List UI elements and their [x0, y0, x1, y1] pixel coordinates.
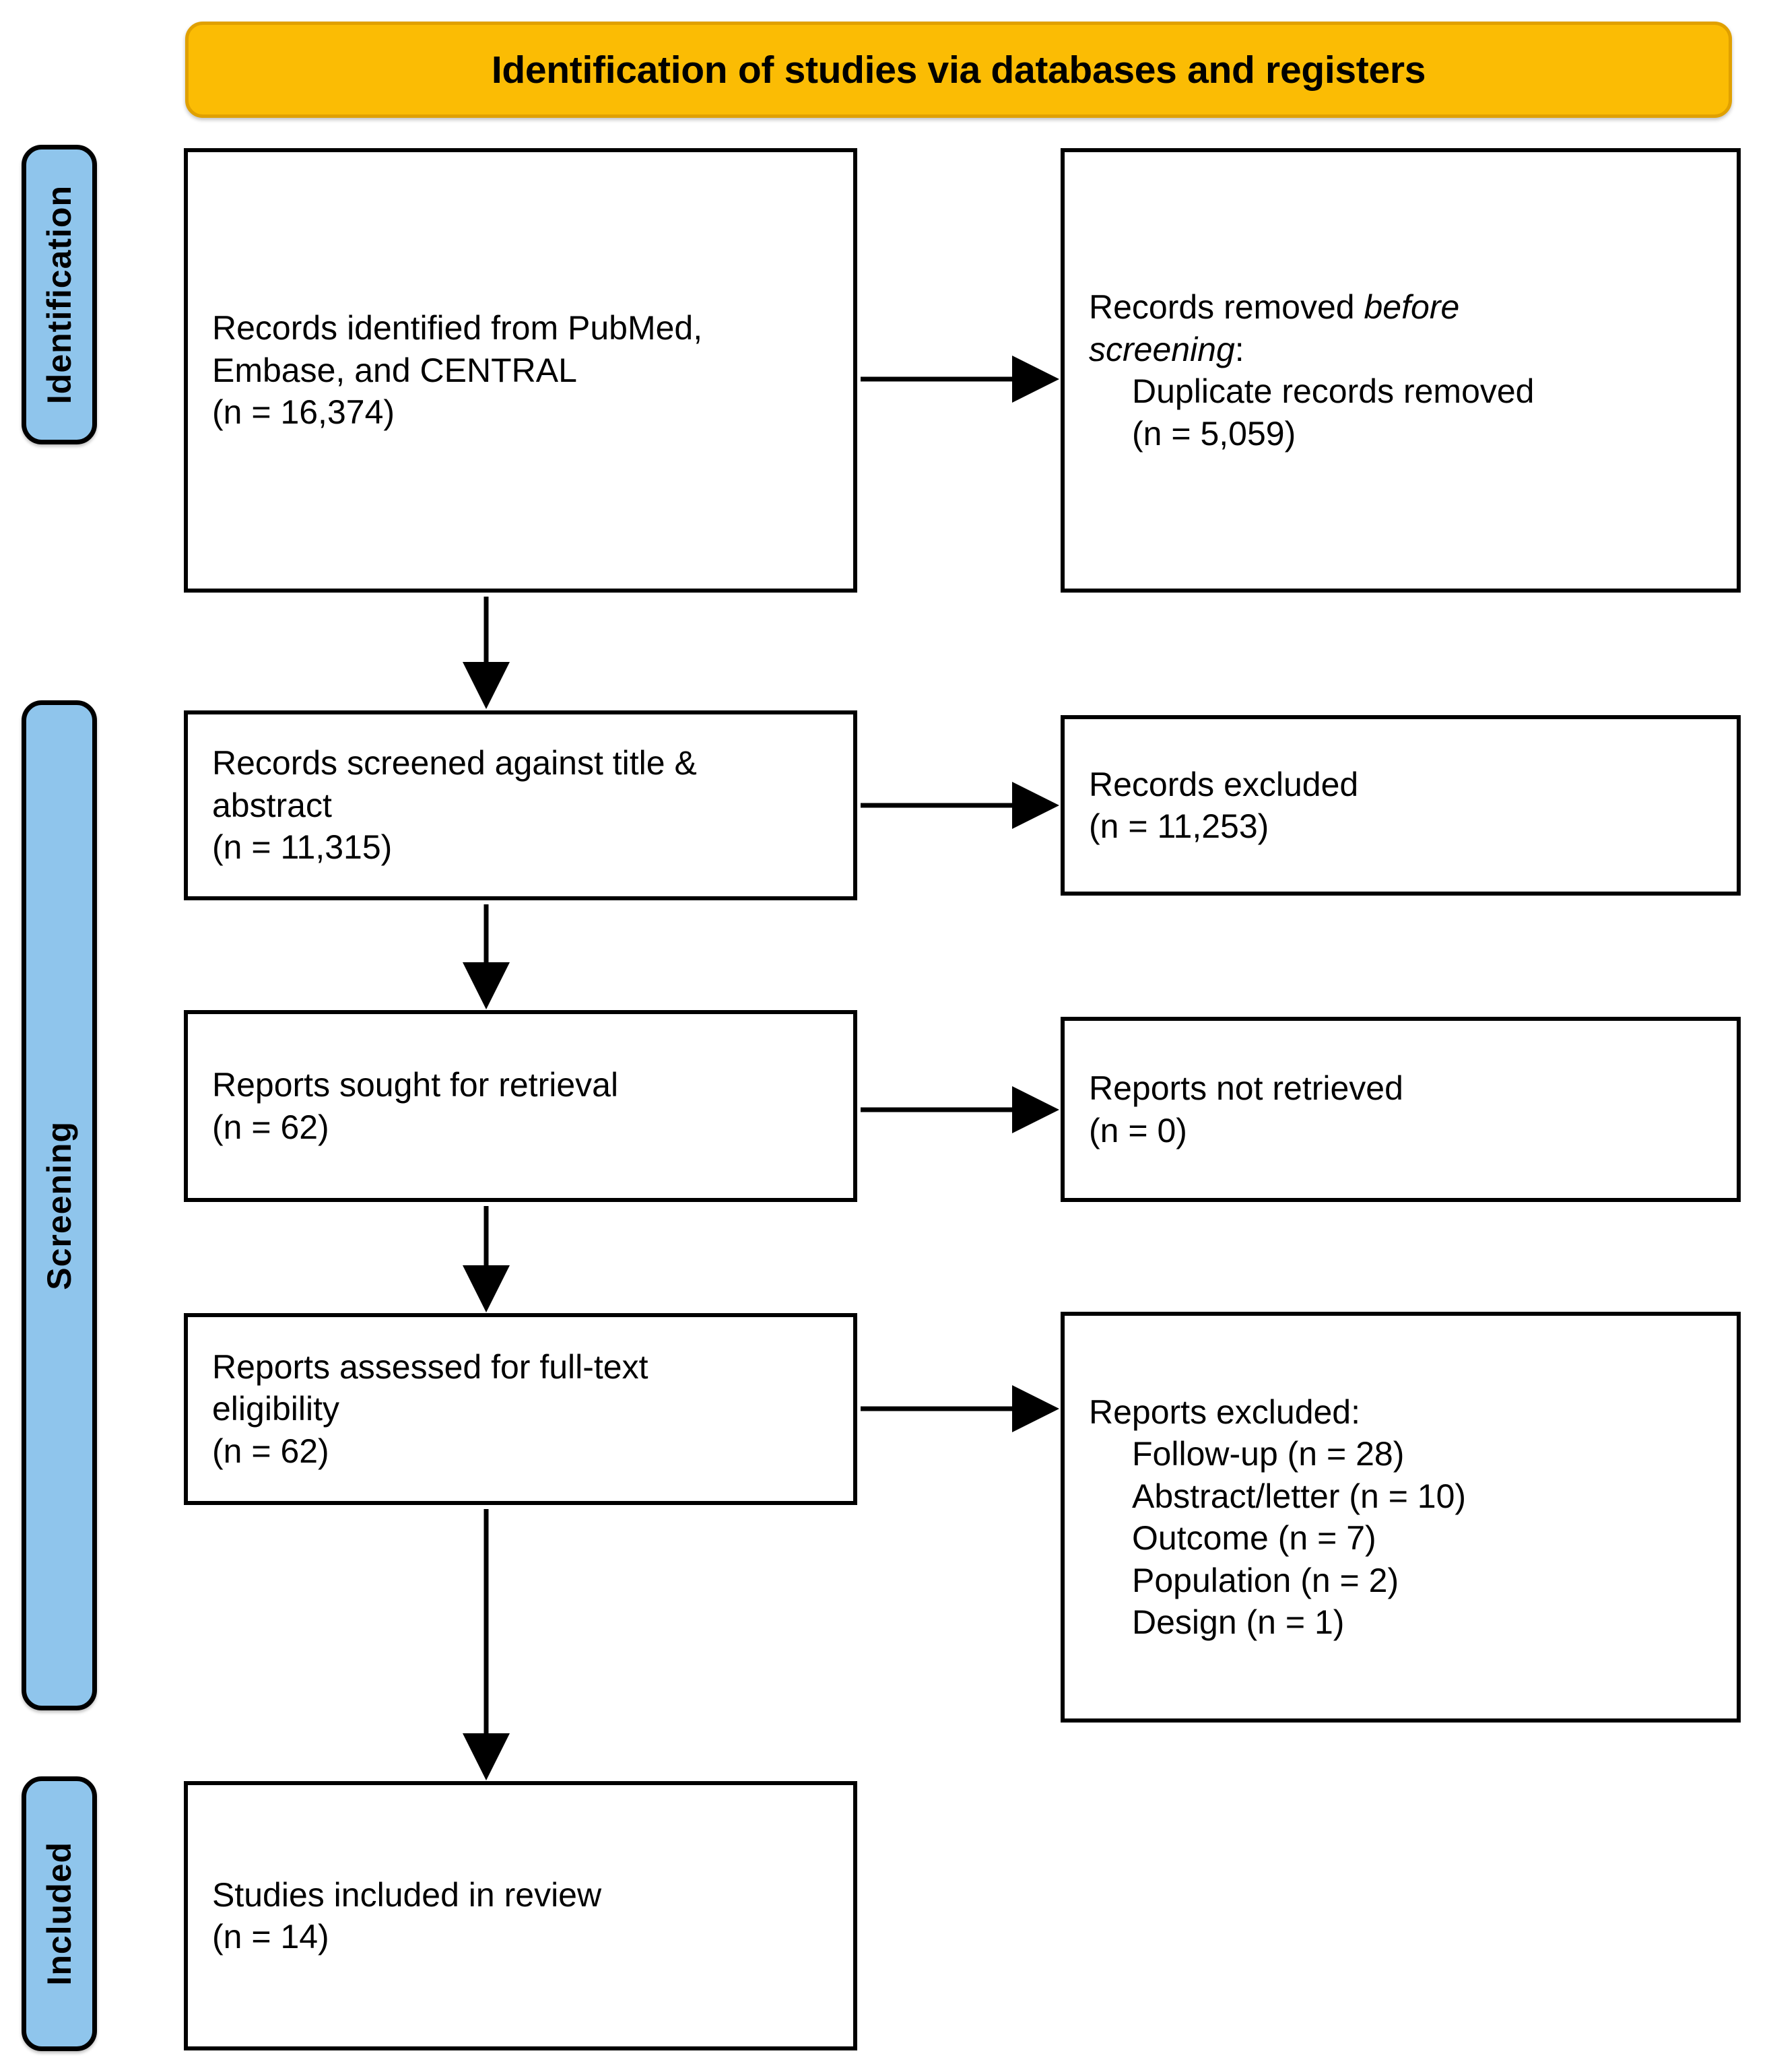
box-reports-sought: Reports sought for retrieval (n = 62): [184, 1010, 857, 1202]
reports-excluded-reason: Population (n = 2): [1132, 1561, 1399, 1599]
reports-excluded-reason: Outcome (n = 7): [1132, 1519, 1376, 1557]
stage-label-screening-text: Screening: [40, 1121, 78, 1290]
stage-label-included-text: Included: [40, 1842, 78, 1986]
stage-label-identification-text: Identification: [40, 185, 78, 405]
box-records-excluded: Records excluded (n = 11,253): [1061, 715, 1741, 896]
box-records-screened: Records screened against title & abstrac…: [184, 710, 857, 900]
reports-excluded-reason: Follow-up (n = 28): [1132, 1435, 1405, 1473]
records-identified-count: (n = 16,374): [212, 393, 395, 432]
reports-assessed-line-1: Reports assessed for full-text: [212, 1347, 648, 1386]
records-screened-line-1: Records screened against title &: [212, 744, 697, 782]
studies-included-label: Studies included in review: [212, 1875, 602, 1914]
records-removed-colon: :: [1234, 330, 1244, 368]
reports-sought-label: Reports sought for retrieval: [212, 1066, 619, 1104]
records-identified-line-2: Embase, and CENTRAL: [212, 351, 577, 389]
records-removed-duplicate-label: Duplicate records removed: [1132, 372, 1535, 410]
records-removed-italic-before: before: [1364, 288, 1460, 326]
records-removed-count: (n = 5,059): [1132, 414, 1296, 453]
box-reports-excluded: Reports excluded: Follow-up (n = 28) Abs…: [1061, 1312, 1741, 1723]
records-excluded-label: Records excluded: [1089, 765, 1359, 803]
reports-excluded-reason: Abstract/letter (n = 10): [1132, 1477, 1467, 1515]
records-removed-italic-screening: screening: [1089, 330, 1235, 368]
stage-label-identification: Identification: [22, 145, 97, 444]
reports-excluded-heading: Reports excluded:: [1089, 1393, 1361, 1431]
records-removed-line-2: screening:: [1089, 329, 1722, 371]
reports-sought-count: (n = 62): [212, 1108, 329, 1146]
box-reports-assessed: Reports assessed for full-text eligibili…: [184, 1313, 857, 1505]
records-excluded-count: (n = 11,253): [1089, 807, 1269, 845]
header-title: Identification of studies via databases …: [491, 48, 1426, 92]
stage-label-included: Included: [22, 1776, 97, 2051]
reports-assessed-count: (n = 62): [212, 1432, 329, 1470]
records-screened-count: (n = 11,315): [212, 828, 393, 867]
records-removed-label: Records removed: [1089, 288, 1364, 326]
records-removed-line-1: Records removed before: [1089, 286, 1722, 329]
box-reports-not-retrieved: Reports not retrieved (n = 0): [1061, 1017, 1741, 1202]
reports-not-retrieved-label: Reports not retrieved: [1089, 1069, 1403, 1107]
reports-not-retrieved-count: (n = 0): [1089, 1111, 1187, 1149]
studies-included-count: (n = 14): [212, 1918, 329, 1956]
records-identified-line-1: Records identified from PubMed,: [212, 309, 703, 347]
box-records-identified: Records identified from PubMed, Embase, …: [184, 148, 857, 593]
stage-label-screening: Screening: [22, 700, 97, 1710]
records-screened-line-2: abstract: [212, 786, 332, 824]
header-banner: Identification of studies via databases …: [185, 22, 1732, 118]
box-records-removed: Records removed before screening: Duplic…: [1061, 148, 1741, 593]
reports-excluded-reason: Design (n = 1): [1132, 1603, 1345, 1641]
reports-assessed-line-2: eligibility: [212, 1390, 339, 1428]
box-studies-included: Studies included in review (n = 14): [184, 1781, 857, 2050]
